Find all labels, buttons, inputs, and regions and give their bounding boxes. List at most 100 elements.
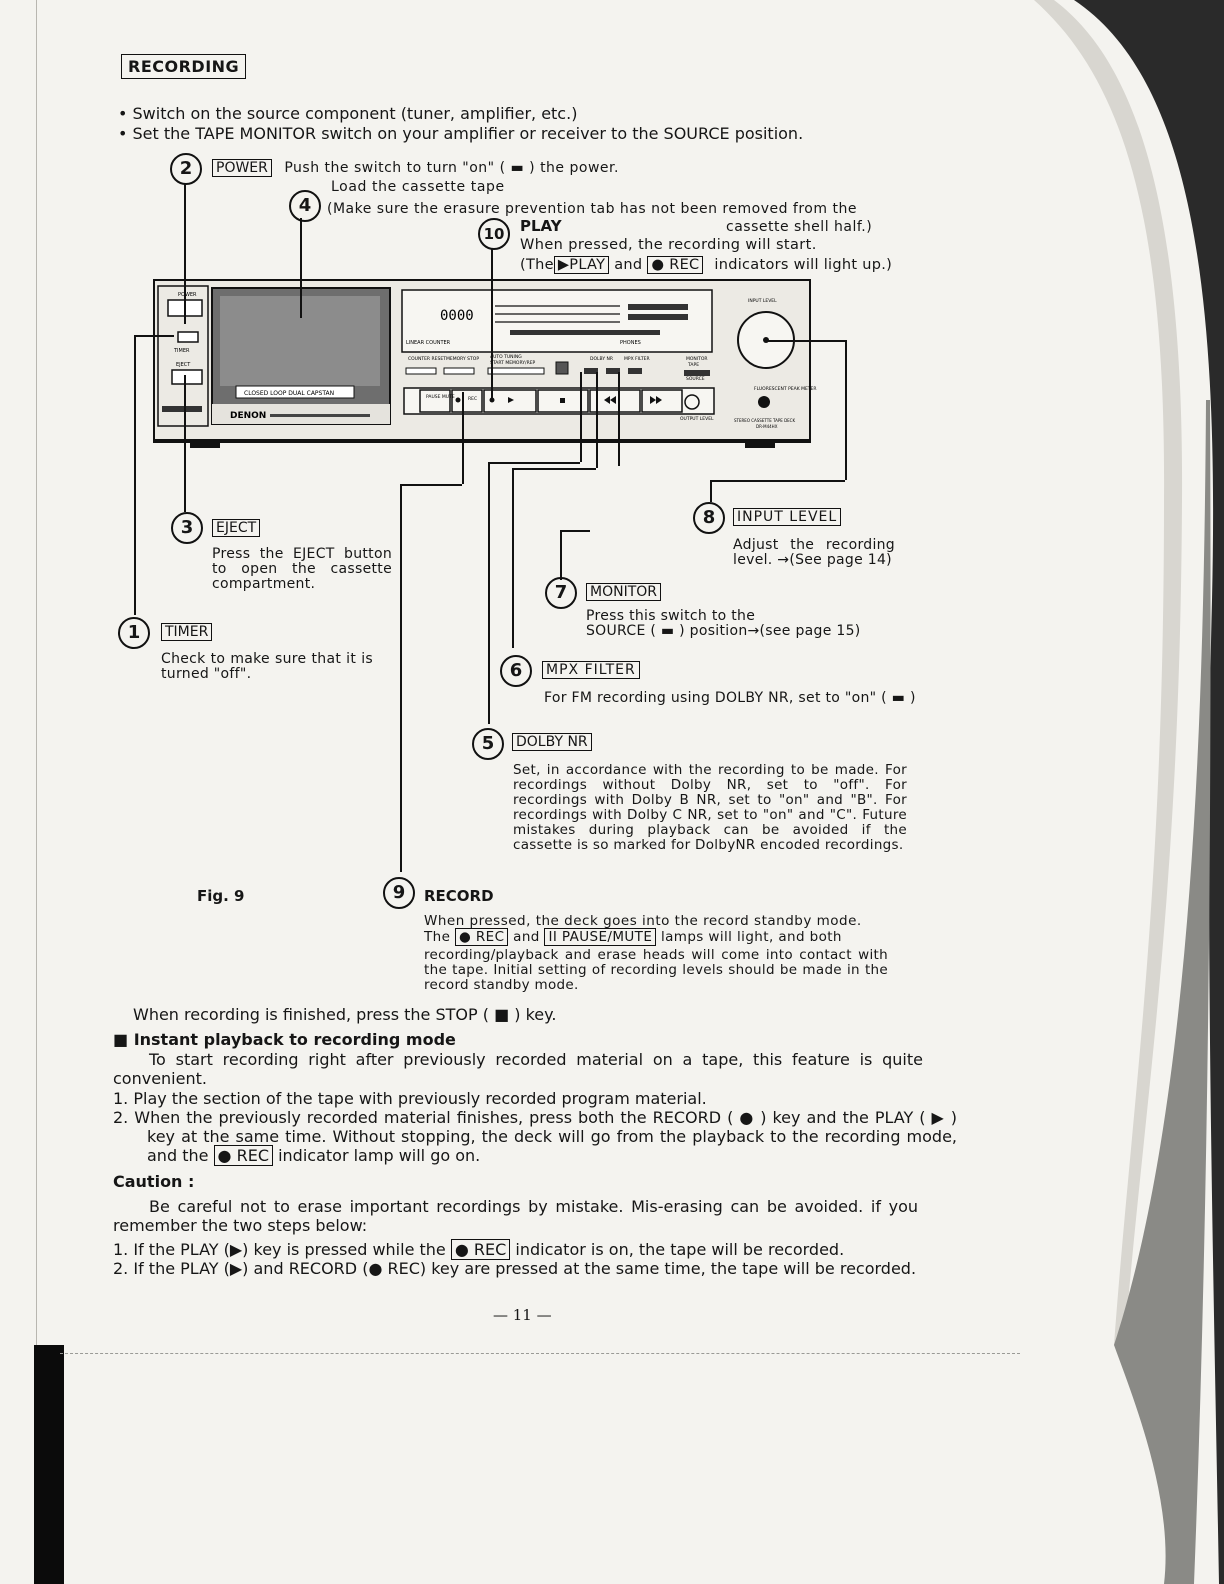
leader-line-power — [184, 184, 186, 324]
timer-callout: TIMER — [161, 623, 213, 642]
caution-rec-box: ● REC — [450, 1239, 511, 1260]
caution-step-1: 1. If the PLAY (▶) key is pressed while … — [113, 1239, 844, 1260]
callout-number-9: 9 — [383, 877, 415, 909]
cassette-line-3: cassette shell half.) — [726, 219, 873, 235]
caution-heading: Caution : — [113, 1172, 195, 1191]
instant-heading: ■ Instant playback to recording mode — [113, 1030, 456, 1049]
deck-output-level-label: OUTPUT LEVEL — [680, 416, 714, 422]
leader-line-mpx-v2 — [512, 468, 514, 648]
cassette-line-1: Load the cassette tape — [331, 179, 505, 195]
dolby-callout: DOLBY NR — [512, 733, 592, 752]
deck-counter: 0000 — [440, 308, 474, 324]
instant-step-2: 2. When the previously recorded material… — [113, 1108, 957, 1166]
intro-bullet-1: • Switch on the source component (tuner,… — [118, 104, 578, 123]
deck-input-level-label: INPUT LEVEL — [748, 298, 777, 304]
timer-text: Check to make sure that it is turned "of… — [161, 651, 373, 682]
rec-indicator-box: ● REC — [647, 256, 704, 274]
callout-number-10: 10 — [478, 218, 510, 250]
input-level-label: INPUT LEVEL — [733, 508, 842, 527]
leader-line-record-v2 — [400, 484, 402, 872]
callout-number-4: 4 — [289, 190, 321, 222]
caution-paragraph: Be careful not to erase important record… — [113, 1197, 918, 1235]
leader-line-monitor-v2 — [560, 530, 562, 580]
leader-line-dolby-v1 — [580, 372, 582, 462]
finish-text: When recording is finished, press the ST… — [133, 1005, 557, 1024]
eject-text: Press the EJECT button to open the casse… — [212, 546, 392, 592]
leader-line-input-h2 — [710, 480, 845, 482]
play-post: indicators will light up.) — [714, 257, 893, 273]
input-level-text: Adjust the recording level. →(See page 1… — [733, 537, 895, 568]
deck-monitor-label: MONITOR — [686, 356, 708, 362]
mpx-callout: MPX FILTER — [542, 661, 640, 680]
callout-number-5: 5 — [472, 728, 504, 760]
record-title: RECORD — [424, 887, 494, 905]
callout-number-1: 1 — [118, 617, 150, 649]
leader-line-mpx-v1 — [596, 372, 598, 468]
deck-start-memory-label: START MEMORY/REP — [490, 360, 536, 366]
mpx-text: For FM recording using DOLBY NR, set to … — [544, 690, 916, 706]
deck-model-desc: STEREO CASSETTE TAPE DECK — [734, 418, 795, 423]
record-l2c: lamps will light, and both — [660, 929, 842, 945]
deck-linear-counter-label: LINEAR COUNTER — [406, 340, 451, 346]
binding-mark — [34, 1345, 64, 1584]
intro-bullet-2: • Set the TAPE MONITOR switch on your am… — [118, 124, 804, 143]
power-callout: POWER Push the switch to turn "on" ( ▬ )… — [212, 159, 619, 178]
record-line-3: recording/playback and erase heads will … — [424, 947, 888, 993]
leader-line-play — [491, 248, 493, 398]
leader-line-record-h — [400, 484, 462, 486]
callout-number-6: 6 — [500, 655, 532, 687]
instant-paragraph: To start recording right after previousl… — [113, 1050, 923, 1088]
deck-power-label: POWER — [178, 292, 197, 298]
deck-rec-label: REC — [468, 396, 477, 402]
leader-line-mpx-h — [512, 468, 596, 470]
dolby-label: DOLBY NR — [512, 733, 592, 752]
callout-number-2: 2 — [170, 153, 202, 185]
play-line-1: When pressed, the recording will start. — [520, 237, 817, 253]
eject-callout: EJECT — [212, 519, 261, 538]
leader-line-dolby-h — [488, 462, 580, 464]
deck-model-number: DR-M44HX — [756, 424, 778, 429]
deck-dolby-label: DOLBY NR — [590, 356, 613, 362]
deck-auto-tuning-label: AUTO TUNING — [490, 354, 522, 360]
leader-line-timer-h — [134, 335, 174, 337]
leader-line-input-h1 — [765, 340, 845, 342]
leader-line-monitor-h — [560, 530, 590, 532]
caution-step-2: 2. If the PLAY (▶) and RECORD (● REC) ke… — [113, 1259, 917, 1278]
instant-step-2-end: indicator lamp will go on. — [278, 1146, 481, 1165]
caution-step-1-text: 1. If the PLAY (▶) key is pressed while … — [113, 1240, 446, 1259]
monitor-line-2: SOURCE ( ▬ ) position→(see page 15) — [586, 623, 861, 639]
deck-memory-stop-label: MEMORY STOP — [446, 356, 479, 362]
input-level-callout: INPUT LEVEL — [733, 508, 842, 527]
record-rec-box: ● REC — [455, 928, 509, 946]
instant-step-2-text: 2. When the previously recorded material… — [113, 1108, 957, 1165]
cassette-line-2: (Make sure the erasure prevention tab ha… — [327, 201, 857, 217]
deck-timer-label: TIMER — [173, 348, 190, 354]
instant-step-1: 1. Play the section of the tape with pre… — [113, 1089, 707, 1108]
record-pause-box: II PAUSE/MUTE — [544, 928, 657, 946]
leader-line-input-v2 — [710, 480, 712, 502]
section-title: RECORDING — [121, 54, 247, 79]
leader-line-timer-v — [134, 335, 136, 615]
dolby-text: Set, in accordance with the recording to… — [513, 762, 907, 853]
record-line-2: The ● REC and II PAUSE/MUTE lamps will l… — [424, 928, 842, 946]
eject-label: EJECT — [212, 519, 261, 538]
leader-line-record-v1 — [462, 392, 464, 484]
leader-line-input-v — [845, 340, 847, 480]
power-label: POWER — [212, 159, 272, 178]
monitor-line-1: Press this switch to the — [586, 608, 756, 624]
instant-rec-box: ● REC — [213, 1145, 273, 1166]
leader-line-monitor-v1 — [618, 372, 620, 466]
deck-counter-reset-label: COUNTER RESET — [408, 356, 446, 362]
monitor-label: MONITOR — [586, 583, 661, 602]
play-title: PLAY — [520, 217, 562, 235]
leader-line-dolby-v2 — [488, 462, 490, 724]
power-text: Push the switch to turn "on" ( ▬ ) the p… — [284, 160, 619, 176]
play-line-2: (The▶PLAY and ● REC indicators will ligh… — [520, 256, 893, 274]
deck-mpx-label: MPX FILTER — [624, 356, 650, 362]
deck-tape-label: TAPE — [687, 362, 699, 368]
play-pre: (The — [520, 257, 554, 273]
play-mid: and — [614, 257, 643, 273]
deck-source-label: SOURCE — [686, 376, 705, 382]
cassette-deck-illustration: POWER TIMER EJECT CLOSED LOOP DUAL CAPST… — [153, 279, 817, 448]
callout-number-3: 3 — [171, 512, 203, 544]
